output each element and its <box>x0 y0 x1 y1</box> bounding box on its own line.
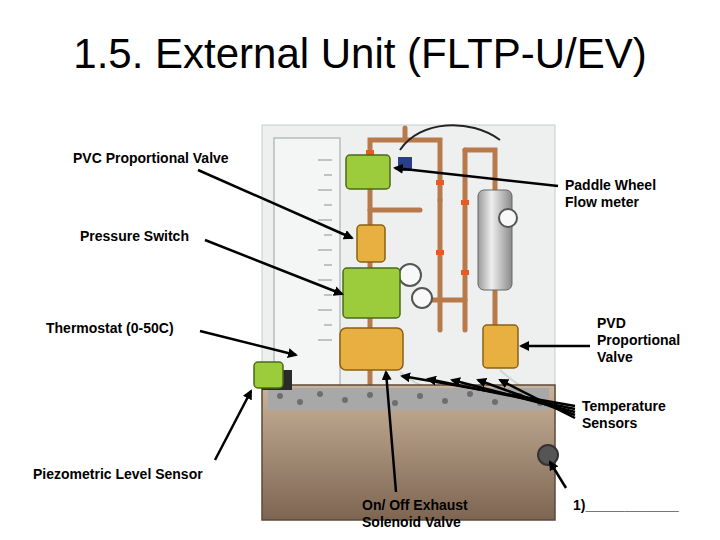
callout-label: Piezometric Level Sensor <box>33 466 203 483</box>
callout-label: Pressure Switch <box>80 228 189 245</box>
callout-label: On/ Off Exhaust Solenoid Valve <box>362 497 492 531</box>
callout-label: Thermostat (0-50C) <box>46 320 174 337</box>
callout-label: PVD Proportional Valve <box>597 315 692 366</box>
callout-label: 1)____________ <box>573 497 679 514</box>
leader-lines <box>198 168 590 492</box>
slide-title: 1.5. External Unit (FLTP-U/EV) <box>0 28 720 80</box>
callout-label: Paddle Wheel Flow meter <box>565 177 675 211</box>
callout-label: Temperature Sensors <box>582 398 682 432</box>
callout-label: PVC Proportional Valve <box>73 150 229 167</box>
